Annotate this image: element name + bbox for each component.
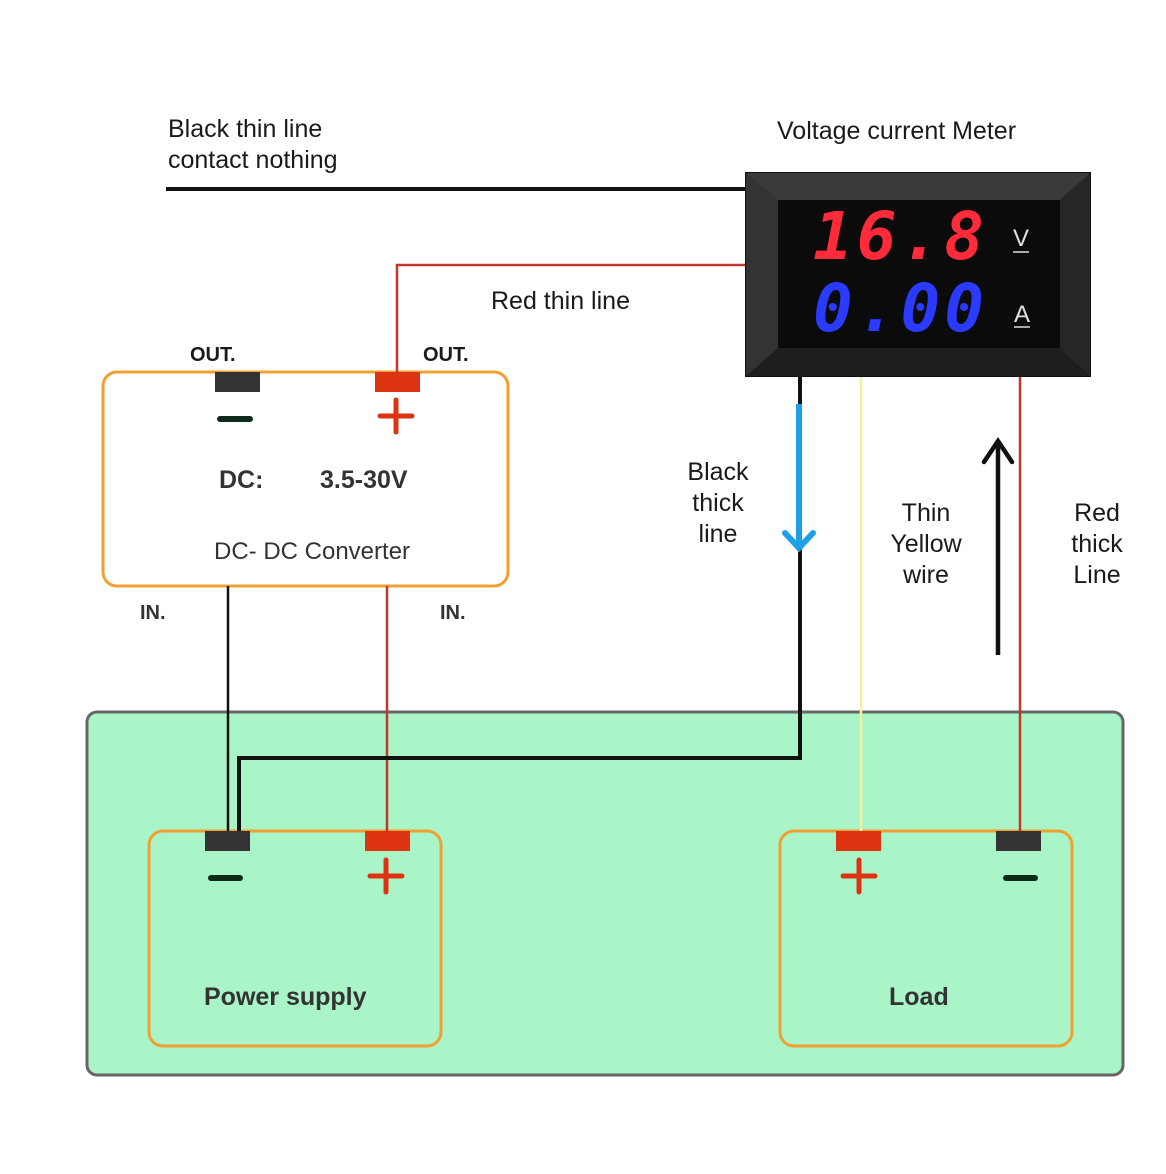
meter-voltage-reading: 16.8 xyxy=(813,198,988,275)
dc-range-label: 3.5-30V xyxy=(320,466,408,494)
meter-title: Voltage current Meter xyxy=(777,117,1017,145)
converter-plus-sign xyxy=(377,397,415,435)
voltage-current-meter: 16.8 V 0.00 A xyxy=(745,172,1091,377)
converter-in-left-label: IN. xyxy=(140,602,166,624)
power-supply-plus-sign xyxy=(367,857,405,895)
dc-label: DC: xyxy=(219,466,264,494)
converter-name: DC- DC Converter xyxy=(214,538,411,565)
red-thin-line xyxy=(395,263,748,372)
power-supply-negative-terminal xyxy=(205,831,250,851)
black-thick-line xyxy=(237,376,802,831)
converter-out-negative-terminal xyxy=(215,372,260,392)
red-thin-line-label: Red thin line xyxy=(491,287,630,315)
power-supply-positive-terminal xyxy=(365,831,410,851)
black-thin-line-label: Black thin line contact nothing xyxy=(168,115,338,174)
meter-current-reading: 0.00 xyxy=(813,270,988,347)
red-thick-line-label: Red thick Line xyxy=(1071,499,1123,589)
power-supply-label: Power supply xyxy=(204,983,367,1011)
black-thick-line-label: Black thick line xyxy=(687,458,749,548)
load-label: Load xyxy=(889,983,949,1011)
power-supply-box xyxy=(147,829,443,1048)
converter-box xyxy=(101,370,510,588)
meter-voltage-unit: V xyxy=(1013,225,1029,252)
load-plus-sign xyxy=(840,857,878,895)
converter-out-right-label: OUT. xyxy=(423,344,469,366)
blue-down-arrow xyxy=(782,404,816,553)
load-positive-terminal xyxy=(836,831,881,851)
converter-out-left-label: OUT. xyxy=(190,344,236,366)
meter-current-unit: A xyxy=(1014,301,1030,328)
black-up-arrow xyxy=(981,436,1015,655)
base-panel xyxy=(85,710,1125,1077)
converter-out-positive-terminal xyxy=(375,372,420,392)
converter-in-right-label: IN. xyxy=(440,602,466,624)
load-box xyxy=(778,829,1074,1048)
load-negative-terminal xyxy=(996,831,1041,851)
thin-yellow-wire-label: Thin Yellow wire xyxy=(890,499,962,589)
